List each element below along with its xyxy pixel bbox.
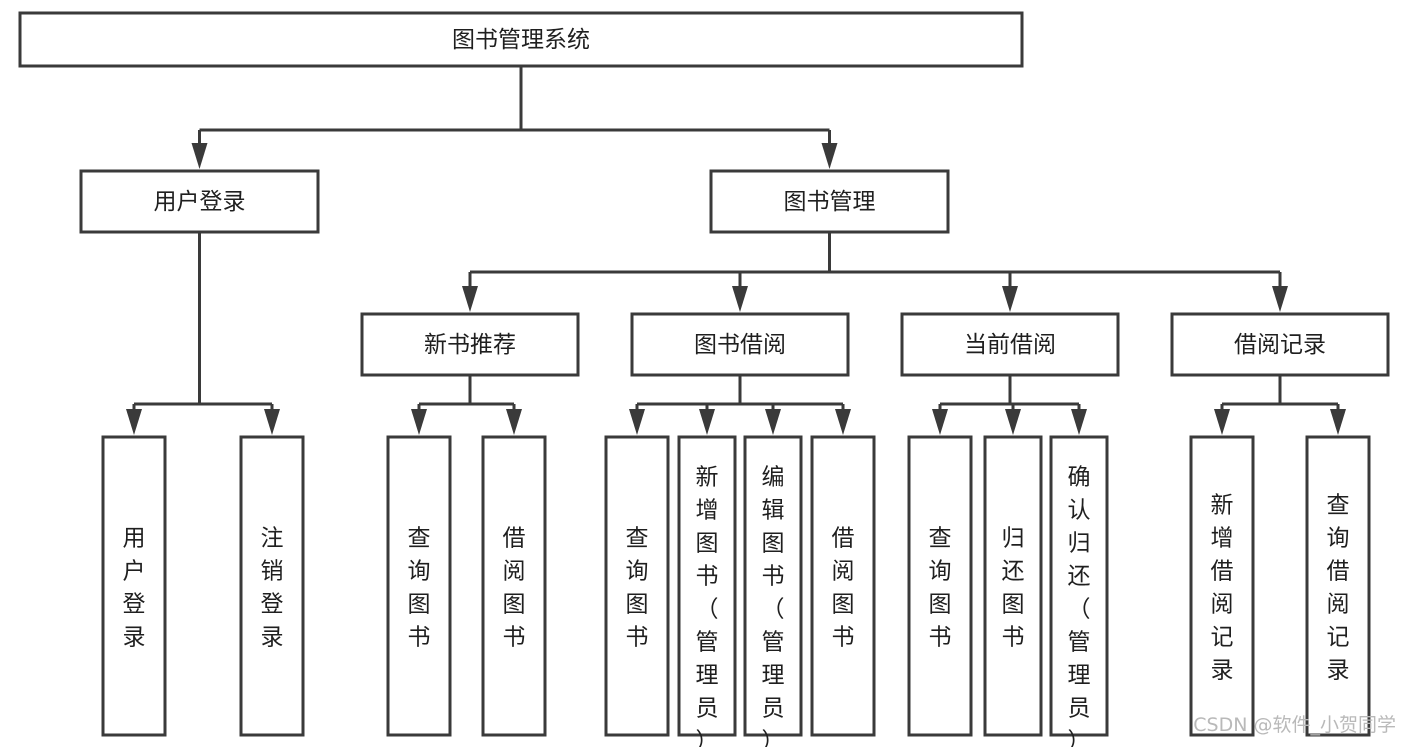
leaf-node-3-label: 借阅图书 <box>503 526 526 651</box>
level3-node-3[interactable]: 借阅记录 <box>1170 312 1390 377</box>
arrow-head-icon-leaf-3-2 <box>1071 409 1087 435</box>
arrow-head-icon-leaf-1-0 <box>411 409 427 435</box>
level3-node-2-box[interactable] <box>900 312 1120 377</box>
level2-node-1[interactable]: 图书管理 <box>709 169 950 234</box>
arrow-head-icon-leaf-4-0 <box>1214 409 1230 435</box>
root-node-0-box[interactable] <box>18 11 1024 68</box>
leaf-node-7-label: 借阅图书 <box>832 526 855 651</box>
leaf-node-6-label: 编辑图书（管理员） <box>762 465 785 747</box>
leaf-node-4-label: 查询图书 <box>626 526 649 651</box>
arrow-head-icon-leaf-2-2 <box>765 409 781 435</box>
level3-node-2[interactable]: 当前借阅 <box>900 312 1120 377</box>
leaf-node-6[interactable]: 编辑图书（管理员） <box>743 435 803 747</box>
leaf-node-11[interactable]: 新增借阅记录 <box>1189 435 1255 737</box>
leaf-node-10[interactable]: 确认归还（管理员） <box>1049 435 1109 747</box>
leaf-node-6-box[interactable] <box>743 435 803 737</box>
leaf-node-3-box[interactable] <box>481 435 547 737</box>
arrow-head-icon-leaf-3-1 <box>1005 409 1021 435</box>
arrow-head-icon-level3-1 <box>732 286 748 312</box>
leaf-node-2[interactable]: 查询图书 <box>386 435 452 737</box>
arrow-head-icon-leaf-0-1 <box>264 409 280 435</box>
arrow-head-icon-leaf-2-3 <box>835 409 851 435</box>
arrow-head-icon-leaf-1-1 <box>506 409 522 435</box>
level2-node-1-box[interactable] <box>709 169 950 234</box>
arrow-head-icon-level3-0 <box>462 286 478 312</box>
leaf-node-4-box[interactable] <box>604 435 670 737</box>
leaf-node-7-box[interactable] <box>810 435 876 737</box>
leaf-node-9-box[interactable] <box>983 435 1043 737</box>
level2-node-0-box[interactable] <box>79 169 320 234</box>
level3-node-1[interactable]: 图书借阅 <box>630 312 850 377</box>
leaf-node-8-label: 查询图书 <box>929 526 952 651</box>
leaf-node-7[interactable]: 借阅图书 <box>810 435 876 737</box>
root-node-0[interactable]: 图书管理系统 <box>18 11 1024 68</box>
leaf-node-5[interactable]: 新增图书（管理员） <box>677 435 737 747</box>
leaf-node-0-label: 用户登录 <box>123 526 146 651</box>
leaf-node-5-label: 新增图书（管理员） <box>696 465 719 747</box>
arrow-head-icon-leaf-4-1 <box>1330 409 1346 435</box>
arrow-head-icon-leaf-2-0 <box>629 409 645 435</box>
arrow-head-icon-level3-3 <box>1272 286 1288 312</box>
level3-node-0-box[interactable] <box>360 312 580 377</box>
leaf-node-12-box[interactable] <box>1305 435 1371 737</box>
leaf-node-5-box[interactable] <box>677 435 737 737</box>
leaf-node-2-label: 查询图书 <box>408 526 431 651</box>
leaf-node-0[interactable]: 用户登录 <box>101 435 167 737</box>
level3-node-3-box[interactable] <box>1170 312 1390 377</box>
leaf-node-10-label: 确认归还（管理员） <box>1068 465 1091 747</box>
leaf-node-1-label: 注销登录 <box>261 526 284 651</box>
level2-node-0-label: 用户登录 <box>154 189 246 215</box>
leaf-node-8-box[interactable] <box>907 435 973 737</box>
leaf-node-11-label: 新增借阅记录 <box>1211 493 1234 684</box>
arrow-head-icon-leaf-2-1 <box>699 409 715 435</box>
level3-node-0-label: 新书推荐 <box>424 332 516 358</box>
leaf-node-10-box[interactable] <box>1049 435 1109 737</box>
level2-node-0[interactable]: 用户登录 <box>79 169 320 234</box>
leaf-node-1[interactable]: 注销登录 <box>239 435 305 737</box>
leaf-node-12-label: 查询借阅记录 <box>1327 493 1350 684</box>
node-layer: 图书管理系统用户登录图书管理新书推荐图书借阅当前借阅借阅记录用户登录注销登录查询… <box>18 11 1390 747</box>
leaf-node-1-box[interactable] <box>239 435 305 737</box>
arrow-head-icon-level3-2 <box>1002 286 1018 312</box>
leaf-node-2-box[interactable] <box>386 435 452 737</box>
leaf-node-3[interactable]: 借阅图书 <box>481 435 547 737</box>
root-node-0-label: 图书管理系统 <box>452 27 590 53</box>
level3-node-3-label: 借阅记录 <box>1234 332 1326 358</box>
leaf-node-4[interactable]: 查询图书 <box>604 435 670 737</box>
level3-node-0[interactable]: 新书推荐 <box>360 312 580 377</box>
csdn-watermark: CSDN @软件_小贺同学 <box>1193 714 1396 736</box>
level3-node-1-box[interactable] <box>630 312 850 377</box>
leaf-node-8[interactable]: 查询图书 <box>907 435 973 737</box>
arrow-head-icon-leaf-3-0 <box>932 409 948 435</box>
leaf-node-11-box[interactable] <box>1189 435 1255 737</box>
level2-node-1-label: 图书管理 <box>784 189 876 215</box>
leaf-node-9-label: 归还图书 <box>1002 526 1025 651</box>
leaf-node-9[interactable]: 归还图书 <box>983 435 1043 737</box>
arrow-head-icon-level2-0 <box>191 143 208 169</box>
arrow-head-icon-leaf-0-0 <box>126 409 142 435</box>
leaf-node-12[interactable]: 查询借阅记录 <box>1305 435 1371 737</box>
level3-node-1-label: 图书借阅 <box>694 332 786 358</box>
leaf-node-0-box[interactable] <box>101 435 167 737</box>
connector-layer <box>126 66 1346 435</box>
arrow-head-icon-level2-1 <box>821 143 838 169</box>
level3-node-2-label: 当前借阅 <box>964 332 1056 358</box>
